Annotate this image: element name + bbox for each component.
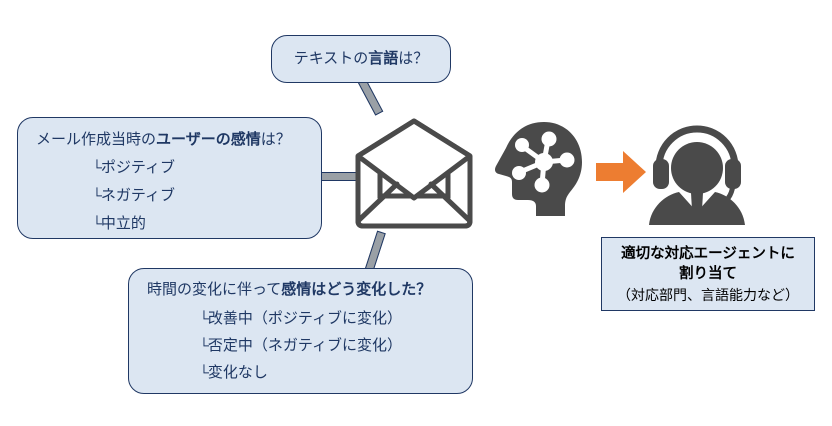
open-envelope-icon: [352, 118, 476, 235]
callout-sentiment-title: メール作成当時のユーザーの感情は？: [36, 131, 321, 149]
callout-sentiment-title-part1: メール作成当時の: [36, 131, 157, 148]
trend-option-label: 変化なし: [207, 364, 268, 381]
sentiment-option-label: ネガティブ: [100, 187, 176, 204]
trend-option-list: └改善中（ポジティブに変化） └否定中（ネガティブに変化） └変化なし: [147, 307, 472, 382]
list-item[interactable]: └改善中（ポジティブに変化）: [199, 307, 472, 328]
callout-trend-question[interactable]: 時間の変化に伴って感情はどう変化した？ └改善中（ポジティブに変化） └否定中（…: [128, 268, 473, 394]
orange-right-arrow-icon: [596, 148, 646, 201]
callout-tail-language: [357, 77, 384, 116]
trend-option-label: 否定中（ネガティブに変化）: [207, 337, 403, 354]
sentiment-option-label: 中立的: [100, 215, 146, 232]
result-line-1: 適切な対応エージェントに: [621, 246, 795, 263]
trend-option-label: 改善中（ポジティブに変化）: [207, 310, 403, 327]
branch-tick-icon: └: [92, 187, 102, 203]
sentiment-option-label: ポジティブ: [100, 159, 176, 176]
list-item[interactable]: └中立的: [92, 212, 321, 233]
callout-language-title-bold: 言語: [368, 50, 399, 67]
assignment-result-box[interactable]: 適切な対応エージェントに 割り当て （対応部門、言語能力など）: [601, 237, 815, 311]
branch-tick-icon: └: [199, 364, 209, 380]
brain-head-icon: [492, 120, 588, 223]
callout-trend-title-part1: 時間の変化に伴って: [147, 281, 282, 298]
headset-agent-icon: [645, 115, 749, 230]
callout-sentiment-title-part2: は？: [260, 131, 291, 148]
callout-trend-title: 時間の変化に伴って感情はどう変化した？: [147, 281, 472, 299]
branch-tick-icon: └: [92, 159, 102, 175]
list-item[interactable]: └ネガティブ: [92, 184, 321, 205]
result-line-3: （対応部門、言語能力など）: [617, 286, 799, 303]
callout-tail-trend: [364, 230, 386, 272]
list-item[interactable]: └否定中（ネガティブに変化）: [199, 334, 472, 355]
callout-trend-title-bold: 感情はどう変化した？: [281, 281, 432, 298]
callout-language-question[interactable]: テキストの言語は？: [271, 35, 451, 83]
list-item[interactable]: └変化なし: [199, 361, 472, 382]
branch-tick-icon: └: [199, 310, 209, 326]
result-line-2: 割り当て: [679, 266, 737, 283]
callout-sentiment-question[interactable]: メール作成当時のユーザーの感情は？ └ポジティブ └ネガティブ └中立的: [17, 117, 322, 239]
callout-language-title-part2: は？: [398, 50, 429, 67]
list-item[interactable]: └ポジティブ: [92, 156, 321, 177]
callout-language-title: テキストの言語は？: [294, 50, 429, 68]
callout-sentiment-title-bold: ユーザーの感情: [156, 131, 261, 148]
branch-tick-icon: └: [199, 337, 209, 353]
branch-tick-icon: └: [92, 215, 102, 231]
sentiment-option-list: └ポジティブ └ネガティブ └中立的: [36, 156, 321, 233]
callout-language-title-part1: テキストの: [293, 50, 369, 67]
